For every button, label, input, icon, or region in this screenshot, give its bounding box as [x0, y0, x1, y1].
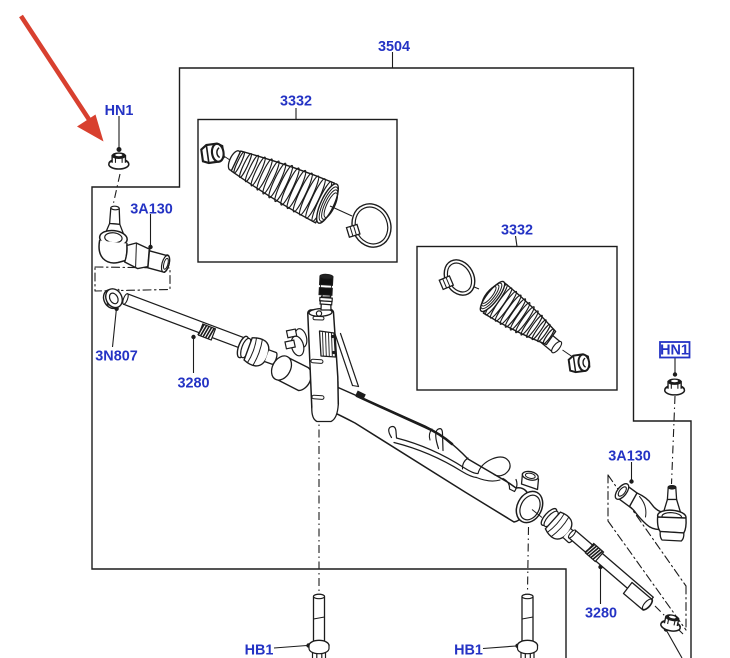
svg-text:3A130: 3A130	[130, 202, 172, 218]
svg-text:3280: 3280	[585, 606, 617, 622]
svg-text:HB1: HB1	[454, 643, 483, 658]
svg-text:3332: 3332	[280, 94, 312, 110]
svg-text:3N807: 3N807	[95, 349, 137, 365]
svg-text:HN1: HN1	[660, 343, 689, 359]
svg-text:3504: 3504	[378, 39, 410, 55]
svg-text:HN1: HN1	[105, 103, 134, 119]
svg-text:3280: 3280	[177, 376, 209, 392]
svg-text:HB1: HB1	[245, 643, 274, 658]
svg-text:3332: 3332	[501, 223, 533, 239]
svg-text:3A130: 3A130	[608, 449, 650, 465]
